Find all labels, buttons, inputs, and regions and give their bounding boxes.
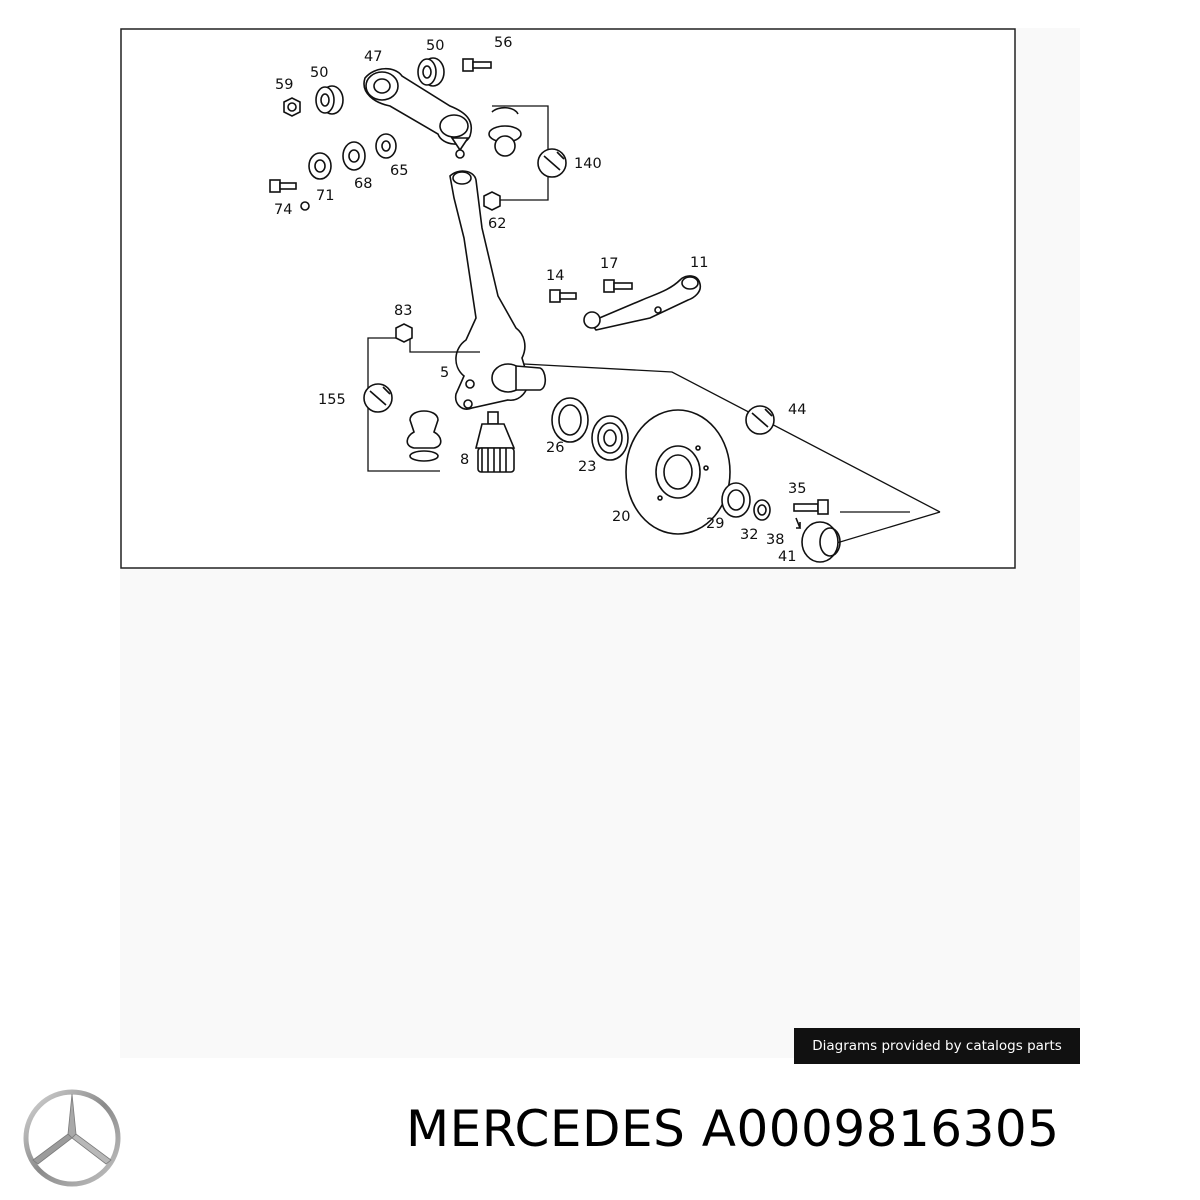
- steering-knuckle: [449, 170, 547, 410]
- wrench-icon: [745, 405, 775, 435]
- bolt-56: [462, 58, 492, 72]
- callout-26: 26: [546, 440, 564, 456]
- callout-20: 20: [612, 509, 630, 525]
- nut-59: [283, 97, 301, 117]
- bushing-50-right: [417, 57, 445, 87]
- callout-11: 11: [690, 255, 708, 271]
- bushing-50-left: [315, 85, 344, 115]
- callout-32: 32: [740, 527, 758, 543]
- diagram-credit-badge: Diagrams provided by catalogs parts: [794, 1028, 1080, 1064]
- bolt-35: [793, 499, 829, 515]
- group-140: [488, 105, 549, 201]
- callout-71: 71: [316, 188, 334, 204]
- credit-text: Diagrams provided by catalogs parts: [812, 1038, 1062, 1054]
- callout-65: 65: [390, 163, 408, 179]
- brake-disc-20: [625, 409, 731, 535]
- product-part-number: A0009816305: [701, 1100, 1060, 1158]
- callout-59: 59: [275, 77, 293, 93]
- callout-56: 56: [494, 35, 512, 51]
- pin-38: [795, 517, 802, 529]
- callout-50-right: 50: [426, 38, 444, 54]
- callout-140: 140: [574, 156, 602, 172]
- hub-cap-41: [801, 521, 841, 563]
- upper-control-arm: [363, 67, 472, 159]
- nut-83: [395, 323, 413, 343]
- callout-62: 62: [488, 216, 506, 232]
- callout-41: 41: [778, 549, 796, 565]
- callout-23: 23: [578, 459, 596, 475]
- callout-50-left: 50: [310, 65, 328, 81]
- seal-26: [551, 397, 589, 443]
- callout-14: 14: [546, 268, 564, 284]
- ball-joint-boot: [406, 410, 442, 462]
- bolt-74: [269, 179, 310, 211]
- wrench-icon: [537, 148, 567, 178]
- washers-65-68-71: [308, 133, 397, 180]
- callout-155: 155: [318, 392, 346, 408]
- callout-68: 68: [354, 176, 372, 192]
- bearing-23: [591, 415, 629, 461]
- callout-5: 5: [440, 365, 449, 381]
- wrench-icon: [363, 383, 393, 413]
- callout-38: 38: [766, 532, 784, 548]
- product-brand: MERCEDES: [406, 1100, 686, 1158]
- bearing-29: [721, 482, 751, 518]
- callout-74: 74: [274, 202, 292, 218]
- callout-44: 44: [788, 402, 806, 418]
- callout-83: 83: [394, 303, 412, 319]
- callout-35: 35: [788, 481, 806, 497]
- parts-diagram: 47 50 56 59 50 65 68 71 74 140 62 14 17 …: [120, 28, 1016, 569]
- callout-47: 47: [364, 49, 382, 65]
- callout-29: 29: [706, 516, 724, 532]
- steering-arm: [583, 275, 702, 331]
- product-title: MERCEDES A0009816305: [406, 1104, 1196, 1154]
- bolt-17: [603, 279, 633, 293]
- callout-17: 17: [600, 256, 618, 272]
- ball-joint-8: [474, 411, 516, 473]
- nut-32: [753, 499, 771, 521]
- callout-8: 8: [460, 452, 469, 468]
- mercedes-star-icon: [23, 1089, 121, 1187]
- bolt-14: [549, 289, 577, 303]
- nut-62: [483, 191, 501, 211]
